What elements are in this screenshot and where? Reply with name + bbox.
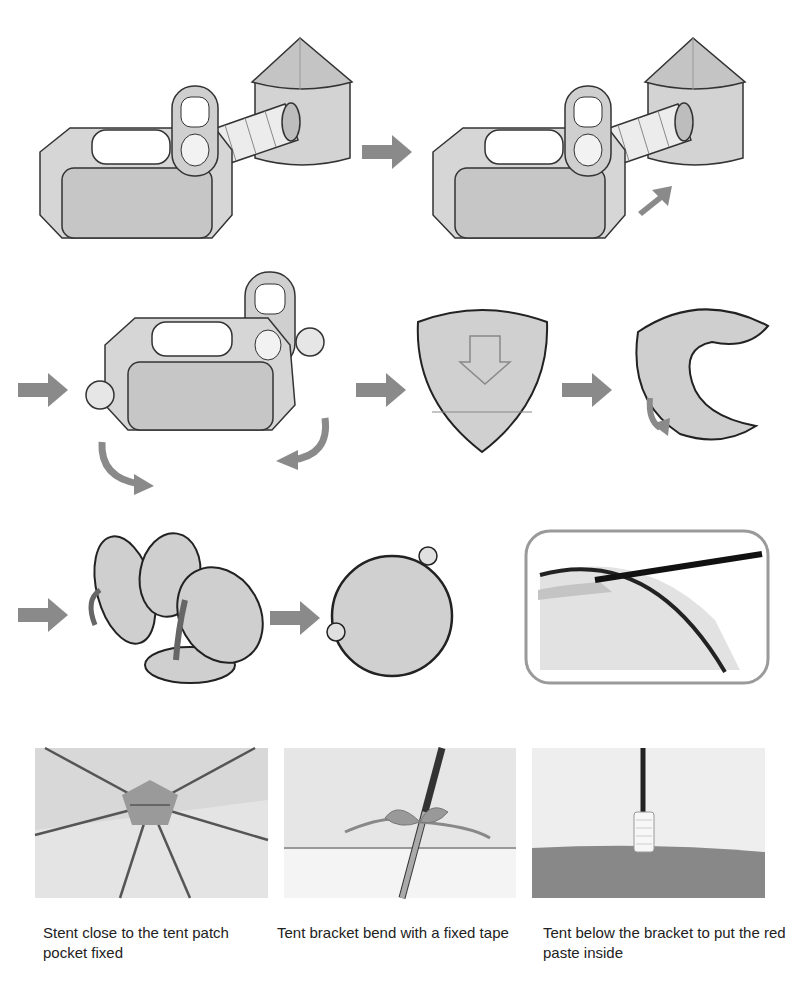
step-arrow [356,373,406,407]
detach-arrow [638,186,672,216]
photo-ceiling [35,748,268,898]
twisting-frame [636,309,768,439]
folded-disc [327,547,452,676]
photo-caption: Tent bracket bend with a fixed tape [277,923,537,943]
step-arrow [362,135,412,169]
step-arrow [562,373,612,407]
folded-shield [418,310,547,452]
photo-velcro [532,748,765,898]
pole-sleeve-inset [526,531,768,683]
folding-loops [84,528,280,683]
step-arrow [270,601,320,635]
step-arrow [18,373,68,407]
assembled-tent [40,38,352,238]
photo-caption: Tent below the bracket to put the red pa… [543,923,788,963]
assembled-tent [433,38,745,238]
step-arrow [18,598,68,632]
photo-tape [284,748,516,898]
ball-pit [86,272,326,495]
photo-caption: Stent close to the tent patch pocket fix… [43,923,261,963]
